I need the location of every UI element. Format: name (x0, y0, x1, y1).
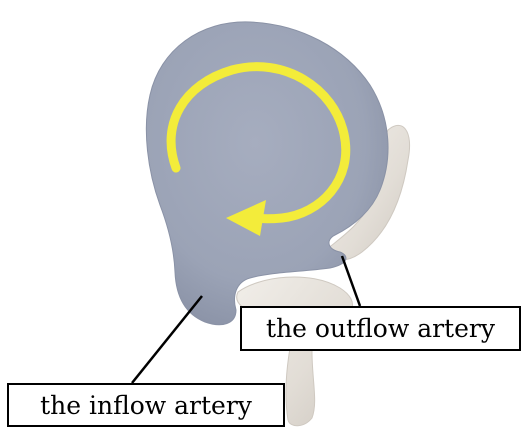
outflow-artery-label: the outflow artery (240, 306, 521, 351)
inflow-artery-label: the inflow artery (7, 383, 285, 427)
inflow-leader-line (132, 296, 202, 383)
